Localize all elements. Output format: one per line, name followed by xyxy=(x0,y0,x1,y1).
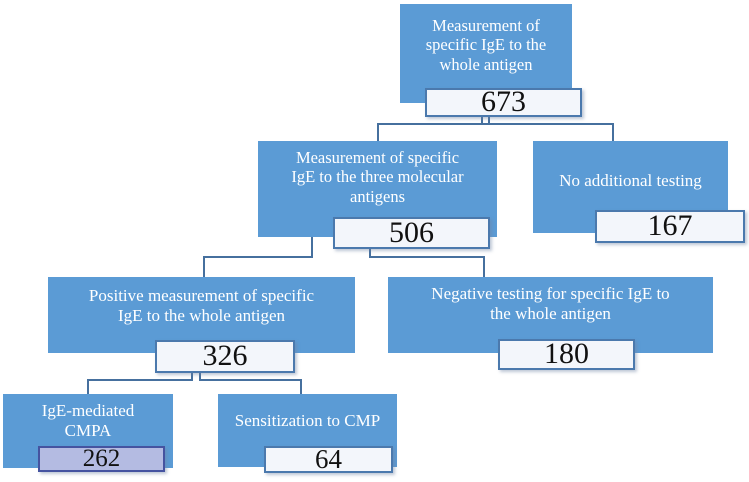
connector-positive-drop-right xyxy=(300,379,302,395)
node-negative-value: 180 xyxy=(498,339,635,370)
connector-root-drop-right xyxy=(612,123,614,142)
connector-positive-drop-left xyxy=(87,379,89,395)
connector-molecular-drop-right xyxy=(483,256,485,278)
connector-root-horizontal xyxy=(377,123,614,125)
node-sensitization-label: Sensitization to CMP xyxy=(234,411,381,430)
connector-root-drop-left xyxy=(377,123,379,142)
connector-root-stub-2 xyxy=(488,117,490,124)
node-ige-mediated-cmpa-label: IgE-mediated CMPA xyxy=(41,401,135,440)
connector-positive-stub-2 xyxy=(199,373,201,381)
node-no-additional-testing-label: No additional testing xyxy=(559,171,702,190)
connector-molecular-horizontal-right xyxy=(369,256,485,258)
connector-molecular-drop-left xyxy=(203,256,205,278)
node-molecular-label: Measurement of specific IgE to the three… xyxy=(291,148,464,206)
node-negative-label: Negative testing for specific IgE to the… xyxy=(431,284,670,323)
node-root-label: Measurement of specific IgE to the whole… xyxy=(425,16,547,74)
node-root-value: 673 xyxy=(425,87,582,117)
connector-molecular-stub-left xyxy=(311,237,313,258)
node-positive-label: Positive measurement of specific IgE to … xyxy=(88,286,315,325)
node-sensitization-value: 64 xyxy=(264,445,393,473)
connector-root-stub-1 xyxy=(481,117,483,124)
node-molecular-box: Measurement of specific IgE to the three… xyxy=(258,141,497,237)
node-root-box: Measurement of specific IgE to the whole… xyxy=(400,4,572,103)
connector-molecular-horizontal-left xyxy=(203,256,313,258)
connector-molecular-stub-right xyxy=(369,248,371,258)
connector-positive-horizontal-left xyxy=(87,379,193,381)
node-no-additional-testing-value: 167 xyxy=(595,210,745,243)
node-positive-value: 326 xyxy=(155,340,295,373)
connector-positive-stub-1 xyxy=(191,373,193,381)
node-ige-mediated-cmpa-value: 262 xyxy=(38,446,165,472)
node-molecular-value: 506 xyxy=(333,217,490,249)
connector-positive-horizontal-right xyxy=(199,379,302,381)
